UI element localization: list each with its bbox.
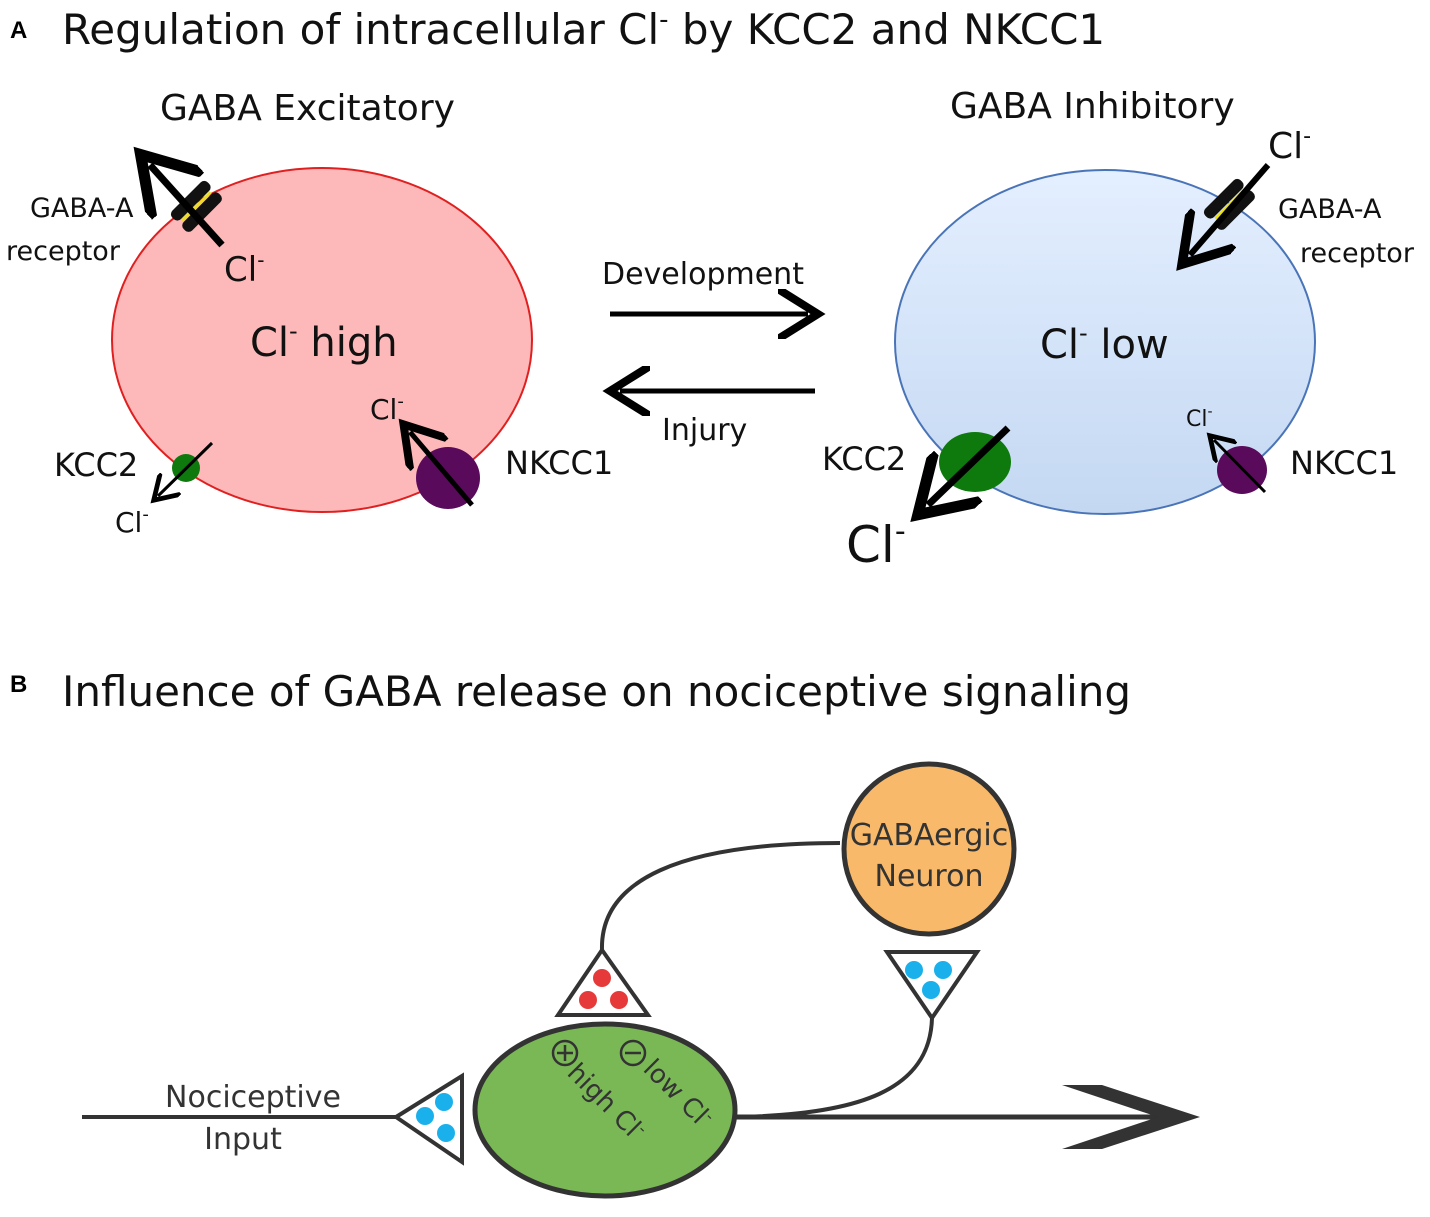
gabaergic-label-line2: Neuron <box>875 859 984 894</box>
panel-b-letter: B <box>10 671 27 698</box>
right-receptor-label-line1: GABA-A <box>1278 194 1382 225</box>
right-kcc2-label: KCC2 <box>822 440 906 478</box>
right-nkcc1-ion-text: Cl <box>1186 407 1207 432</box>
right-receptor-ion: Cl- <box>1268 124 1311 167</box>
plus-circle-icon <box>551 1039 579 1067</box>
gabaergic-label-line1: GABAergic <box>850 818 1008 853</box>
right-nkcc1-ion-sup: - <box>1207 404 1212 420</box>
blue-vesicle-g2 <box>934 961 952 979</box>
right-receptor-ion-text: Cl <box>1268 126 1303 167</box>
left-nkcc1-ion-sup: - <box>397 391 404 412</box>
blue-vesicle-g3 <box>922 981 940 999</box>
nociceptive-label-line1: Nociceptive <box>165 1080 341 1115</box>
red-vesicle-3 <box>610 991 628 1009</box>
right-kcc2-ion: Cl- <box>846 514 906 574</box>
left-nkcc1-label: NKCC1 <box>505 444 613 482</box>
output-arrowhead <box>1062 1085 1200 1149</box>
right-receptor-influx-arrow <box>1190 163 1271 255</box>
left-center-suffix: high <box>298 320 398 366</box>
right-kcc2-ion-text: Cl <box>846 516 895 574</box>
right-center-suffix: low <box>1088 322 1169 368</box>
left-receptor-label-line1: GABA-A <box>30 193 134 224</box>
right-cell-center-label: Cl- low <box>1040 319 1169 368</box>
left-kcc2-arrow <box>158 441 214 496</box>
left-receptor-ion-text: Cl <box>224 250 257 290</box>
right-receptor-ion-sup: - <box>1303 124 1311 149</box>
input-vesicle-1 <box>416 1107 434 1125</box>
right-receptor-label-line2: receptor <box>1300 238 1415 269</box>
input-vesicle-2 <box>435 1093 453 1111</box>
right-kcc2-ion-sup: - <box>895 514 906 549</box>
red-vesicle-2 <box>579 991 597 1009</box>
left-cell-header: GABA Excitatory <box>160 88 455 129</box>
gabaergic-axon-to-red-terminal <box>599 841 841 951</box>
left-receptor-efflux-arrow <box>150 165 225 248</box>
left-receptor-ion: Cl- <box>224 248 264 290</box>
left-nkcc1-arrow <box>410 432 474 507</box>
red-vesicle-1 <box>593 969 611 987</box>
left-cell-center-label: Cl- high <box>250 317 398 366</box>
left-receptor-label-line2: receptor <box>6 236 121 267</box>
right-nkcc1-arrow <box>1214 440 1267 494</box>
left-nkcc1-ion: Cl- <box>370 391 404 426</box>
left-receptor-ion-sup: - <box>257 248 264 272</box>
target-neuron <box>472 1021 738 1199</box>
left-center-sup: - <box>289 317 298 345</box>
left-kcc2-ion-text: Cl <box>115 506 142 539</box>
injury-label: Injury <box>662 413 747 448</box>
right-kcc2-arrow <box>928 425 1011 505</box>
gabaergic-neuron <box>841 761 1017 937</box>
left-nkcc1-ion-text: Cl <box>370 393 397 426</box>
minus-circle-icon <box>619 1039 647 1067</box>
blue-vesicle-g1 <box>905 961 923 979</box>
panel-a-title-sup: - <box>659 5 668 35</box>
inhibitory-path-to-output <box>734 1017 934 1119</box>
input-vesicle-3 <box>437 1124 455 1142</box>
right-center-ion: Cl <box>1040 322 1079 368</box>
right-center-sup: - <box>1079 319 1088 347</box>
left-kcc2-ion-sup: - <box>142 504 149 525</box>
left-kcc2-label: KCC2 <box>54 446 138 484</box>
panel-b-title: Influence of GABA release on nociceptive… <box>62 667 1131 716</box>
panel-a-title-rest: by KCC2 and NKCC1 <box>669 5 1106 54</box>
right-nkcc1-label: NKCC1 <box>1290 444 1398 482</box>
panel-a-letter: A <box>10 17 27 44</box>
left-kcc2-ion: Cl- <box>115 504 149 539</box>
nociceptive-label-line2: Input <box>204 1122 282 1157</box>
right-nkcc1-ion: Cl- <box>1186 404 1213 432</box>
panel-a-title: Regulation of intracellular Cl- by KCC2 … <box>62 5 1105 54</box>
right-cell-header: GABA Inhibitory <box>950 86 1235 127</box>
panel-a-title-main: Regulation of intracellular Cl <box>62 5 659 54</box>
development-label: Development <box>602 257 804 292</box>
left-center-ion: Cl <box>250 320 289 366</box>
